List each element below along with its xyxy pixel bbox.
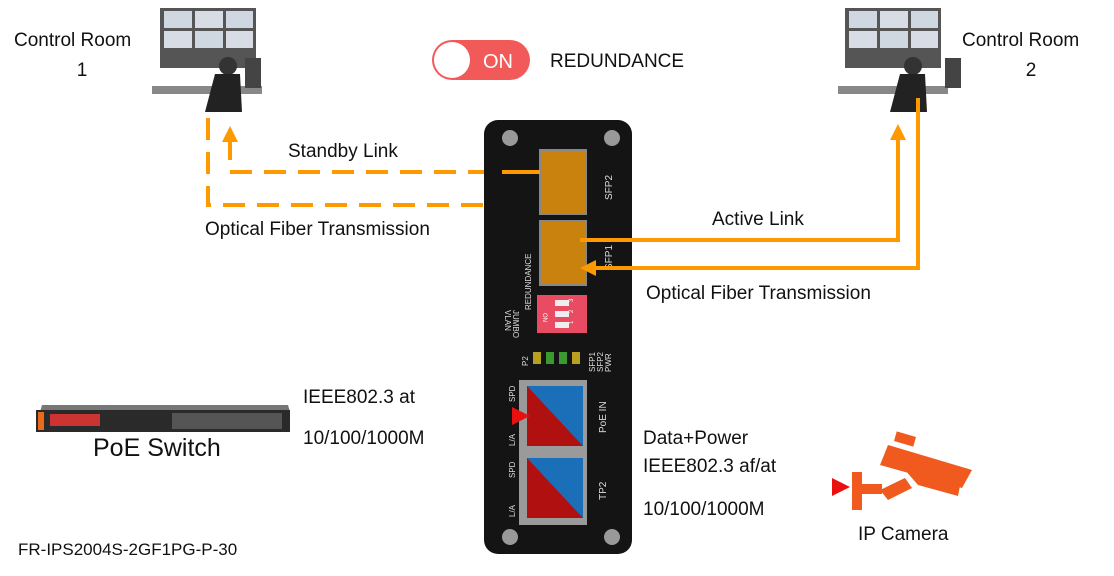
- optical-fiber-right-label: Optical Fiber Transmission: [646, 283, 871, 304]
- sfp2-label: SFP2: [604, 175, 615, 200]
- toggle-knob: [434, 42, 470, 78]
- sfp2-port: [539, 149, 587, 215]
- media-converter-device: SFP2 SFP1 REDUNDANCE JUMBO VLAN ON 1 2 3…: [484, 120, 632, 554]
- arrow-right-icon: [832, 478, 850, 496]
- la-label: L/A: [508, 433, 517, 446]
- optical-fiber-right-line: [594, 98, 920, 270]
- standby-link-line: [228, 138, 530, 174]
- active-link-line: [580, 138, 900, 242]
- optical-fiber-left-label: Optical Fiber Transmission: [205, 219, 430, 240]
- led: [533, 352, 541, 364]
- led: [559, 352, 567, 364]
- standby-arrow-up-icon: [222, 126, 238, 142]
- sfp1-label: SFP1: [604, 245, 615, 270]
- poe-standard-label: IEEE802.3 at: [303, 387, 416, 408]
- led-label: SFP2: [596, 351, 605, 372]
- active-link-label: Active Link: [712, 209, 804, 230]
- sfp1-port: [539, 220, 587, 286]
- control-room-2-number: 2: [1026, 60, 1037, 81]
- control-room-1-icon: [152, 8, 262, 112]
- optical-fiber-left-line: [206, 118, 536, 217]
- model-number: FR-IPS2004S-2GF1PG-P-30: [18, 540, 237, 559]
- la-label: L/A: [508, 504, 517, 517]
- spd-label: SPD: [508, 461, 517, 478]
- poe-in-port: [527, 386, 583, 446]
- led: [572, 352, 580, 364]
- arrow-left-icon: [580, 260, 596, 276]
- ip-camera-label: IP Camera: [858, 524, 949, 545]
- active-arrow-up-icon: [890, 124, 906, 140]
- jumbo-dip-label: JUMBO: [511, 310, 520, 338]
- led-label: PWR: [604, 353, 613, 372]
- poe-switch-icon: [36, 405, 290, 432]
- output-standard-label: IEEE802.3 af/at: [643, 456, 777, 477]
- standby-link-label: Standby Link: [288, 141, 398, 162]
- redundance-label: REDUNDANCE: [550, 51, 684, 72]
- vlan-dip-label: VLAN: [503, 310, 512, 331]
- dip-num: 3: [569, 298, 575, 302]
- redundance-dip-label: REDUNDANCE: [524, 254, 533, 310]
- led-label: SFP1: [588, 351, 597, 372]
- dip-num: 1: [569, 320, 575, 324]
- spd-label: SPD: [508, 385, 517, 402]
- led-p2-label: P2: [521, 356, 530, 366]
- control-room-1-label: Control Room: [14, 30, 131, 51]
- led: [546, 352, 554, 364]
- toggle-state: ON: [483, 51, 513, 73]
- tp2-label: TP2: [598, 481, 609, 500]
- poe-speed-label: 10/100/1000M: [303, 428, 425, 449]
- ip-camera-icon: [852, 431, 972, 510]
- poe-in-label: PoE IN: [598, 401, 609, 433]
- control-room-1-number: 1: [77, 60, 88, 81]
- redundance-toggle[interactable]: ON: [432, 40, 530, 80]
- poe-switch-label: PoE Switch: [93, 434, 221, 462]
- arrow-right-icon: [512, 407, 530, 425]
- dip-num: 2: [569, 309, 575, 313]
- output-speed-label: 10/100/1000M: [643, 499, 765, 520]
- dip-on-label: ON: [541, 313, 547, 322]
- tp2-port: [527, 458, 583, 518]
- data-power-label: Data+Power: [643, 428, 749, 449]
- control-room-2-label: Control Room: [962, 30, 1079, 51]
- control-room-2-icon: [838, 8, 961, 112]
